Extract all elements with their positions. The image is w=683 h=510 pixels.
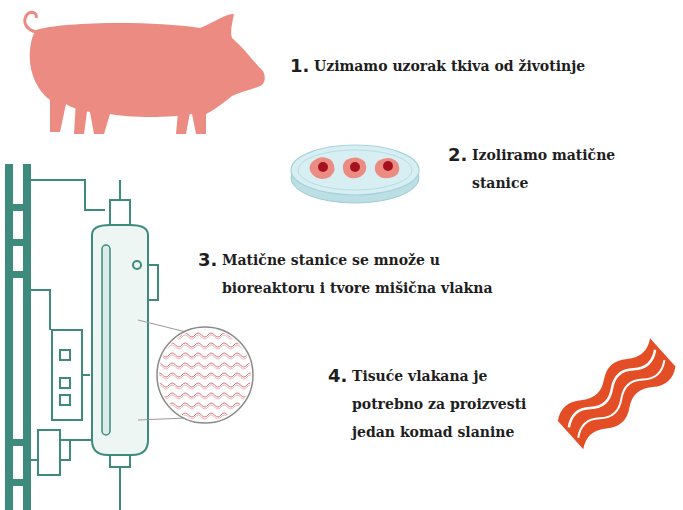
step-text: Uzimamo uzorak tkiva od životinje <box>314 52 654 80</box>
step-number: 2. <box>448 141 474 169</box>
step-number: 1. <box>290 52 316 80</box>
bacon-illustration <box>554 334 680 454</box>
magnifier <box>138 320 255 425</box>
step-number: 4. <box>328 362 354 390</box>
muscle-fibers <box>155 325 255 425</box>
pig-illustration <box>25 12 265 134</box>
bioreactor <box>6 165 158 510</box>
step-number: 3. <box>198 246 224 274</box>
step-text: Tisuće vlakana je potrebno za proizvesti… <box>352 362 557 446</box>
petri-dish <box>291 145 419 203</box>
step-text: Izoliramo matične stanice <box>472 141 622 197</box>
step-text: Matične stanice se množe u bioreaktoru i… <box>222 246 532 302</box>
